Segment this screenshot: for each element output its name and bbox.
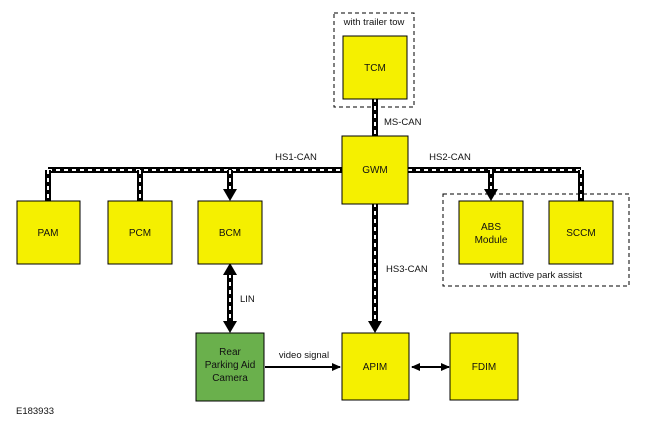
module-apim: APIM <box>341 332 410 401</box>
ms-can-label: MS-CAN <box>384 117 422 128</box>
bcm-label: BCM <box>219 228 241 239</box>
hs2-can-label: HS2-CAN <box>429 152 471 163</box>
bus-lines <box>45 98 584 322</box>
module-pam: PAM <box>16 200 81 265</box>
abs-label-line1: ABS <box>481 222 501 233</box>
abs-label-line2: Module <box>475 235 508 246</box>
camera-label-line3: Camera <box>212 373 248 384</box>
tcm-label: TCM <box>364 63 386 74</box>
module-abs: ABS Module <box>458 200 524 265</box>
gwm-label: GWM <box>362 165 388 176</box>
camera-label-line1: Rear <box>219 347 241 358</box>
arrowheads <box>223 189 498 333</box>
video-signal-label: video signal <box>279 350 329 361</box>
module-gwm: GWM <box>341 135 409 205</box>
pcm-label: PCM <box>129 228 151 239</box>
module-pcm: PCM <box>107 200 173 265</box>
active-park-assist-option-box <box>442 193 630 287</box>
active-park-assist-label: with active park assist <box>489 270 583 281</box>
trailer-tow-label: with trailer tow <box>343 17 405 28</box>
camera-label-line2: Parking Aid <box>205 360 256 371</box>
fdim-label: FDIM <box>472 362 496 373</box>
hs1-can-label: HS1-CAN <box>275 152 317 163</box>
hs3-can-label: HS3-CAN <box>386 264 428 275</box>
module-sccm: SCCM <box>548 200 614 265</box>
module-fdim: FDIM <box>449 332 519 401</box>
pam-label: PAM <box>38 228 59 239</box>
apim-label: APIM <box>363 362 387 373</box>
module-tcm: TCM <box>342 35 408 100</box>
module-bcm: BCM <box>197 200 263 265</box>
figure-id: E183933 <box>16 406 54 417</box>
module-rear-parking-aid-camera: Rear Parking Aid Camera <box>195 332 265 402</box>
sccm-label: SCCM <box>566 228 595 239</box>
lin-label: LIN <box>240 294 255 305</box>
